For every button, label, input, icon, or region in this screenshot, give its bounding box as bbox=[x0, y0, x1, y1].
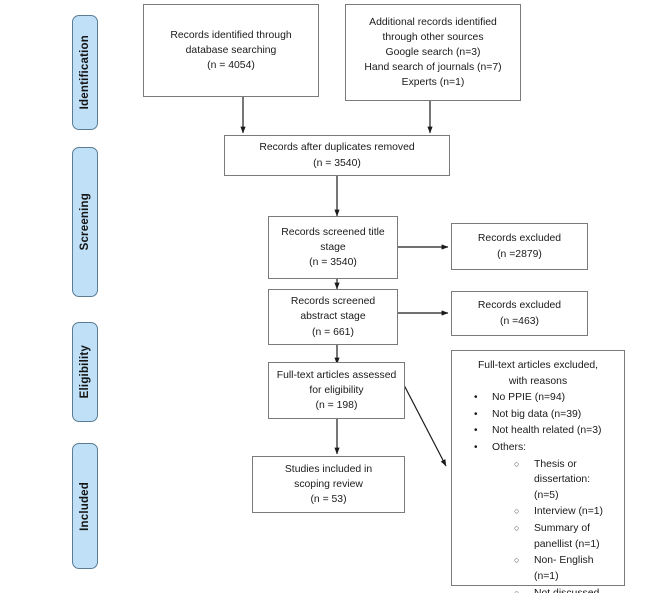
arrow-fulltext-to-excluded-reasons bbox=[403, 384, 447, 467]
circle-bullet-icon: ○ bbox=[514, 587, 520, 593]
stage-bar-eligibility: Eligibility bbox=[72, 322, 98, 422]
circle-bullet-icon: ○ bbox=[514, 506, 520, 517]
stage-bar-included: Included bbox=[72, 443, 98, 569]
bullet-icon: • bbox=[474, 425, 478, 437]
box-text-records-after-duplicates-removed: Records after duplicates removed (n = 35… bbox=[259, 142, 415, 169]
stage-label-identification: Identification bbox=[79, 35, 91, 110]
stage-label-screening: Screening bbox=[79, 193, 91, 251]
reason-label: Others: bbox=[492, 442, 527, 454]
list-item: • Not health related (n=3) bbox=[474, 423, 616, 439]
list-item: • Others: ○ Thesis or dissertation: (n=5… bbox=[474, 440, 616, 593]
box-text-records-screened-abstract-stage: Records screened abstract stage (n = 661… bbox=[290, 296, 376, 338]
reason-label: Not big data (n=39) bbox=[492, 408, 582, 420]
reason-sublabel: Summary of panellist (n=1) bbox=[534, 523, 600, 550]
box-studies-included-scoping-review: Studies included in scoping review (n = … bbox=[252, 456, 405, 513]
box-records-screened-title-stage: Records screened title stage (n = 3540) bbox=[268, 216, 398, 279]
reason-sublabel: Thesis or dissertation: (n=5) bbox=[534, 458, 591, 501]
box-records-excluded-title-stage: Records excluded (n =2879) bbox=[451, 223, 588, 270]
list-item: ○ Summary of panellist (n=1) bbox=[514, 521, 616, 552]
circle-bullet-icon: ○ bbox=[514, 523, 520, 534]
bullet-icon: • bbox=[474, 408, 478, 420]
reason-label: Not health related (n=3) bbox=[492, 425, 602, 437]
box-text-additional-records-other-sources: Additional records identified through ot… bbox=[364, 16, 502, 89]
list-item: • Not big data (n=39) bbox=[474, 407, 616, 423]
list-item: ○ Non- English (n=1) bbox=[514, 553, 616, 584]
reason-sublabel: Non- English (n=1) bbox=[534, 555, 594, 582]
reasons-sublist: ○ Thesis or dissertation: (n=5) ○ Interv… bbox=[514, 457, 616, 593]
box-text-records-identified-database: Records identified through database sear… bbox=[170, 29, 292, 72]
bullet-icon: • bbox=[474, 392, 478, 404]
fulltext-excluded-reasons-title: Full-text articles excluded, with reason… bbox=[477, 360, 599, 387]
list-item: ○ Interview (n=1) bbox=[514, 504, 616, 520]
box-records-after-duplicates-removed: Records after duplicates removed (n = 35… bbox=[224, 135, 450, 176]
box-text-records-screened-title-stage: Records screened title stage (n = 3540) bbox=[281, 226, 385, 269]
list-item: ○ Thesis or dissertation: (n=5) bbox=[514, 457, 616, 504]
reason-label: No PPIE (n=94) bbox=[492, 392, 566, 404]
reason-sublabel: Not discussed PPIE and Big data together… bbox=[534, 588, 599, 593]
bullet-icon: • bbox=[474, 442, 478, 454]
box-text-studies-included-scoping-review: Studies included in scoping review (n = … bbox=[284, 463, 373, 506]
circle-bullet-icon: ○ bbox=[514, 458, 520, 469]
box-text-fulltext-articles-assessed: Full-text articles assessed for eligibil… bbox=[276, 369, 397, 412]
box-records-identified-database: Records identified through database sear… bbox=[143, 4, 319, 97]
stage-label-eligibility: Eligibility bbox=[79, 345, 91, 399]
box-records-screened-abstract-stage: Records screened abstract stage (n = 661… bbox=[268, 289, 398, 345]
list-item: ○ Not discussed PPIE and Big data togeth… bbox=[514, 586, 616, 593]
list-item: • No PPIE (n=94) bbox=[474, 390, 616, 406]
fulltext-excluded-reasons-content: Full-text articles excluded, with reason… bbox=[452, 351, 624, 593]
box-fulltext-articles-assessed: Full-text articles assessed for eligibil… bbox=[268, 362, 405, 419]
box-records-excluded-abstract-stage: Records excluded (n =463) bbox=[451, 291, 588, 336]
stage-bar-identification: Identification bbox=[72, 15, 98, 130]
circle-bullet-icon: ○ bbox=[514, 555, 520, 566]
box-additional-records-other-sources: Additional records identified through ot… bbox=[345, 4, 521, 101]
stage-label-included: Included bbox=[79, 481, 91, 531]
stage-bar-screening: Screening bbox=[72, 147, 98, 297]
reason-sublabel: Interview (n=1) bbox=[534, 506, 604, 518]
box-fulltext-articles-excluded-reasons: Full-text articles excluded, with reason… bbox=[451, 350, 625, 593]
reasons-list: • No PPIE (n=94) • Not big data (n=39) •… bbox=[474, 390, 616, 593]
box-text-records-excluded-abstract-stage: Records excluded (n =463) bbox=[477, 300, 562, 327]
box-text-records-excluded-title-stage: Records excluded (n =2879) bbox=[477, 233, 562, 260]
